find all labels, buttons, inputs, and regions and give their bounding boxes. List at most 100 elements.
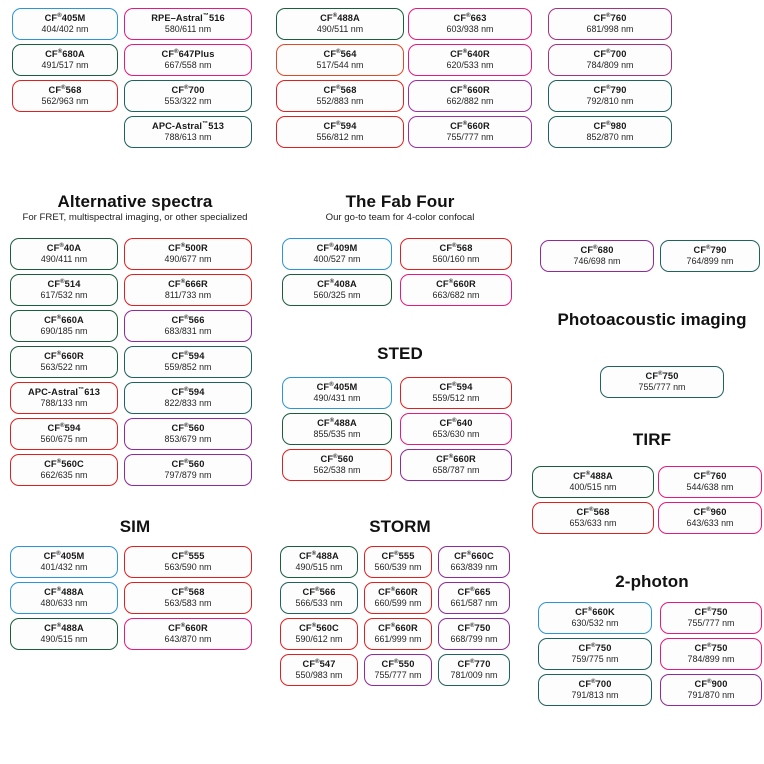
trademark-mark: ® [180, 278, 186, 285]
trademark-mark: ® [184, 458, 189, 465]
dye-wavelengths: 562/538 nm [313, 464, 361, 475]
dye-wavelengths: 668/799 nm [450, 633, 498, 644]
dye-name: CF®750 [457, 622, 491, 634]
dye-name: CF®660A [44, 314, 84, 326]
dye-name: CF®660K [575, 606, 615, 618]
dye-wavelengths: 755/777 nm [638, 381, 686, 392]
trademark-mark: ® [462, 48, 468, 55]
dye-name: CF®564 [323, 48, 357, 60]
section-title-photoacoustic-imaging: Photoacoustic imaging [557, 310, 747, 329]
trademark-mark: ® [336, 84, 341, 91]
dye-wavelengths: 661/999 nm [374, 633, 422, 644]
trademark-mark: ® [448, 278, 454, 285]
dye-name: CF®560 [320, 453, 354, 465]
dye-wavelengths: 853/679 nm [164, 433, 212, 444]
dye-name: CF®760 [693, 470, 727, 482]
dye-name: CF®700 [171, 84, 205, 96]
dye-name: CF®660R [450, 120, 490, 132]
dye-wavelengths: 661/587 nm [450, 597, 498, 608]
dye-name: CF®405M [43, 550, 85, 562]
trademark-mark: ™ [202, 120, 209, 127]
dye-name: CF®660R [44, 350, 84, 362]
dye-name: CF®700 [593, 48, 627, 60]
dye-name: CF®409M [316, 242, 358, 254]
dye-name: CF®568 [171, 586, 205, 598]
